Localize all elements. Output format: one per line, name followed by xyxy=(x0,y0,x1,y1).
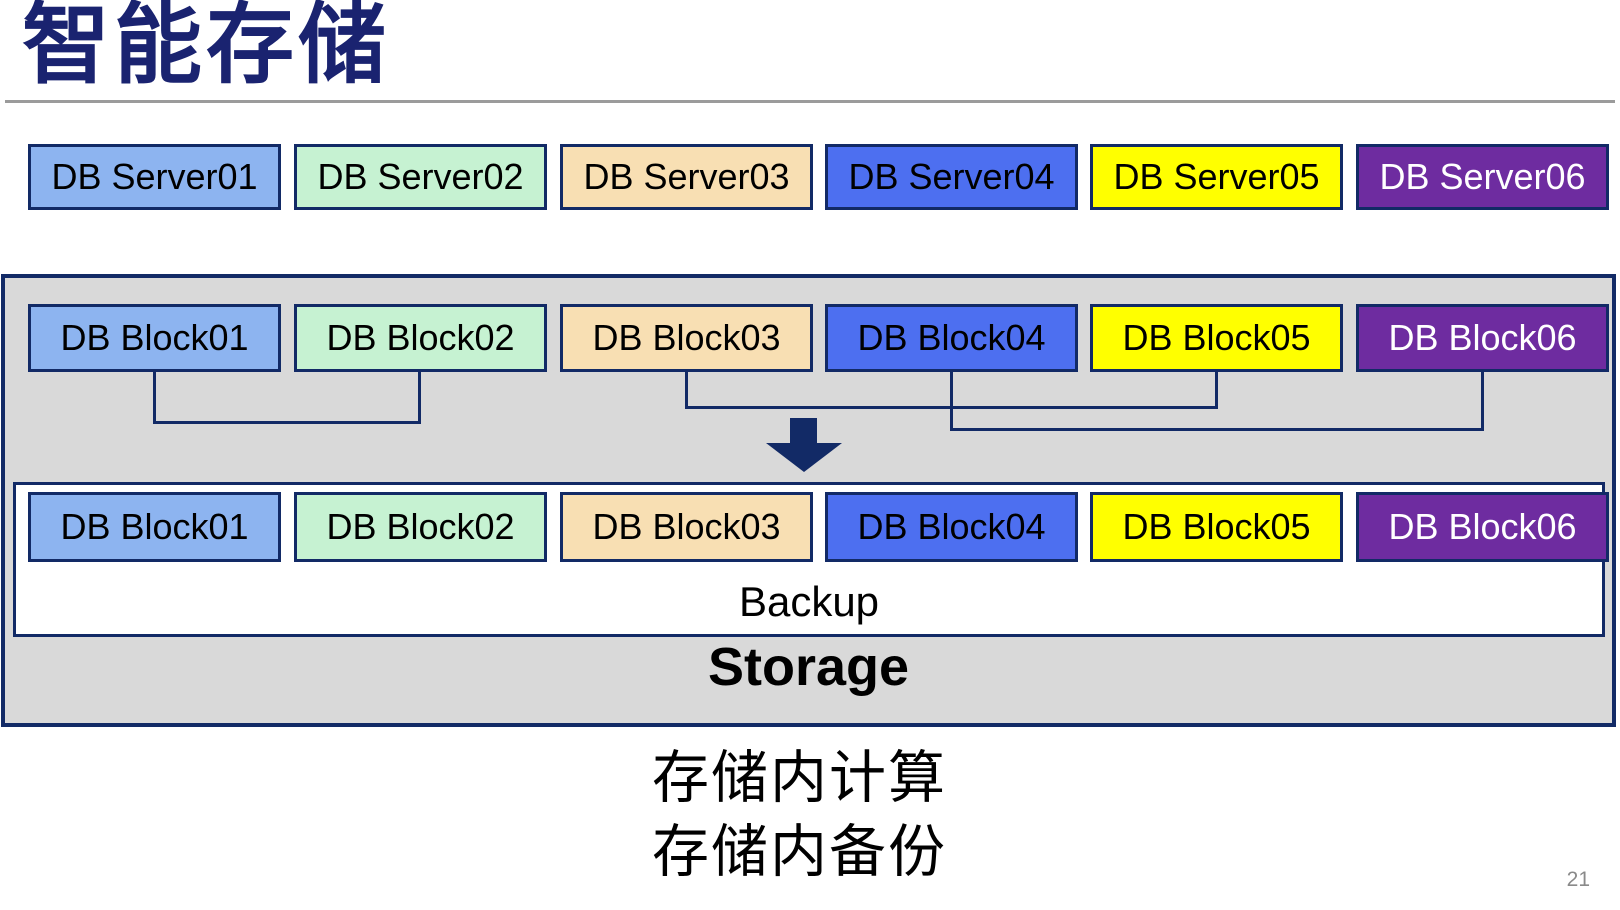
title-divider xyxy=(5,100,1615,103)
page-number: 21 xyxy=(1566,868,1590,891)
bottom-block-02: DB Block02 xyxy=(294,492,547,562)
top-block-01: DB Block01 xyxy=(28,304,281,372)
bottom-block-01: DB Block01 xyxy=(28,492,281,562)
top-block-02: DB Block02 xyxy=(294,304,547,372)
server-box-06: DB Server06 xyxy=(1356,144,1609,210)
server-box-04: DB Server04 xyxy=(825,144,1078,210)
bottom-block-05: DB Block05 xyxy=(1090,492,1343,562)
server-box-03: DB Server03 xyxy=(560,144,813,210)
bottom-block-03: DB Block03 xyxy=(560,492,813,562)
top-block-03: DB Block03 xyxy=(560,304,813,372)
top-block-06: DB Block06 xyxy=(1356,304,1609,372)
annotation-line-2: 存储内备份 xyxy=(652,820,947,884)
annotation: 存储内计算 存储内备份 xyxy=(652,741,947,889)
bottom-block-04: DB Block04 xyxy=(825,492,1078,562)
backup-label: Backup xyxy=(738,578,880,625)
server-box-01: DB Server01 xyxy=(28,144,281,210)
arrow-stem xyxy=(790,418,817,444)
connector-block01-block02 xyxy=(153,372,421,424)
slide-title: 智能存储 xyxy=(22,0,391,94)
bottom-block-06: DB Block06 xyxy=(1356,492,1609,562)
arrow-head xyxy=(766,443,842,472)
storage-label: Storage xyxy=(707,637,910,697)
top-block-05: DB Block05 xyxy=(1090,304,1343,372)
server-box-05: DB Server05 xyxy=(1090,144,1343,210)
server-box-02: DB Server02 xyxy=(294,144,547,210)
connector-block04-block06 xyxy=(950,372,1484,431)
annotation-line-1: 存储内计算 xyxy=(652,746,947,810)
top-block-04: DB Block04 xyxy=(825,304,1078,372)
